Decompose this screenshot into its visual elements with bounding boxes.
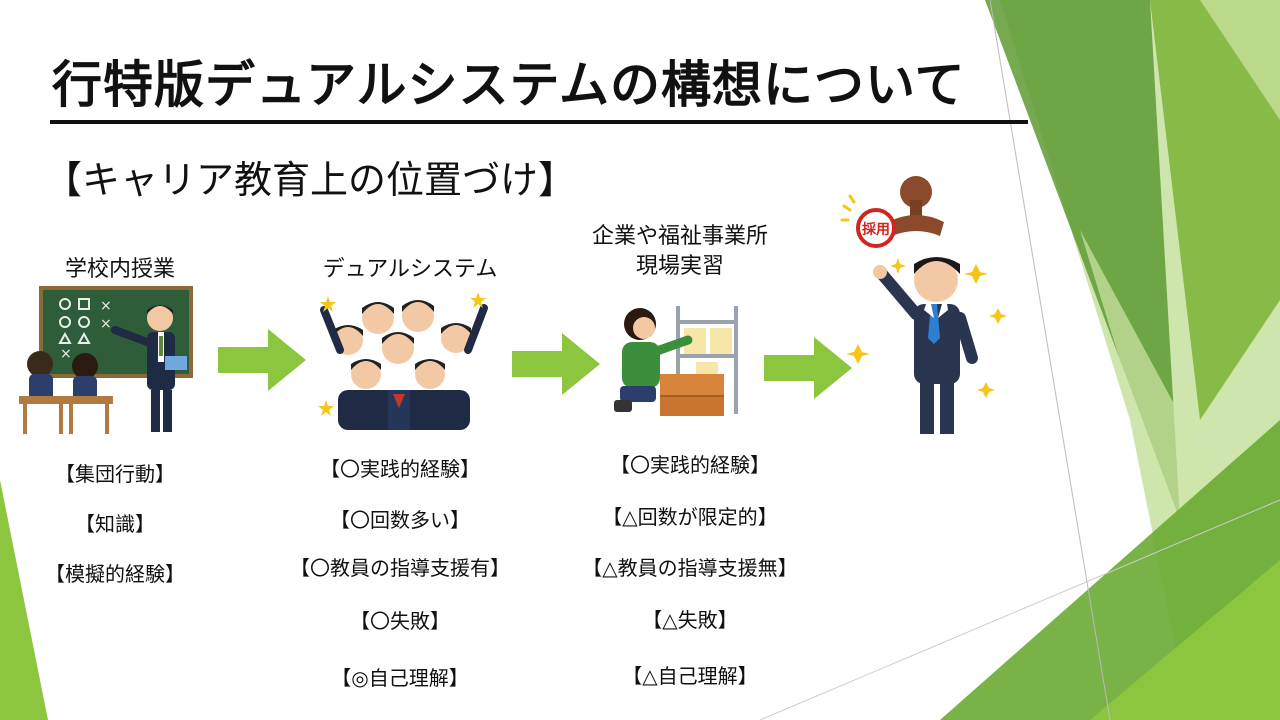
list-item: 【◎自己理解】: [331, 666, 469, 690]
list-item: 【模擬的経験】: [45, 562, 185, 586]
classroom-illustration: × × ×: [19, 286, 193, 434]
column-heading-internship: 企業や福祉事業所 現場実習: [560, 222, 800, 281]
column-heading-internship-line1: 企業や福祉事業所: [591, 224, 768, 249]
list-item: 【〇失敗】: [350, 609, 450, 633]
list-item: 【△教員の指導支援無】: [582, 556, 798, 580]
title-underline: [50, 120, 1028, 124]
slide-subtitle: 【キャリア教育上の位置づけ】: [44, 158, 577, 202]
svg-text:×: ×: [60, 346, 72, 362]
stamp-label: 採用: [862, 221, 890, 238]
slide-title: 行特版デュアルシステムの構想について: [52, 56, 966, 114]
right-arrow-icon: [512, 333, 600, 395]
list-item: 【集団行動】: [55, 462, 175, 486]
column-heading-dual: デュアルシステム: [322, 257, 498, 282]
list-item: 【〇実践的経験】: [610, 453, 770, 477]
list-item: 【△失敗】: [642, 608, 738, 632]
right-arrow-icon: [218, 329, 306, 391]
students-cheering-illustration: [318, 292, 488, 430]
right-arrow-icon: [764, 337, 852, 399]
list-item: 【〇教員の指導支援有】: [290, 556, 510, 580]
column-heading-internship-line2: 現場実習: [635, 253, 724, 279]
column-heading-school: 学校内授業: [64, 257, 175, 282]
list-item: 【知識】: [75, 512, 155, 536]
list-item: 【〇実践的経験】: [320, 457, 480, 481]
list-item: 【△回数が限定的】: [602, 505, 778, 529]
svg-text:×: ×: [100, 298, 112, 314]
svg-text:×: ×: [100, 316, 112, 332]
hired-businessman-illustration: 採用: [840, 176, 1007, 434]
worker-shelf-illustration: [614, 306, 738, 416]
list-item: 【〇回数多い】: [330, 508, 470, 532]
list-item: 【△自己理解】: [622, 664, 758, 688]
